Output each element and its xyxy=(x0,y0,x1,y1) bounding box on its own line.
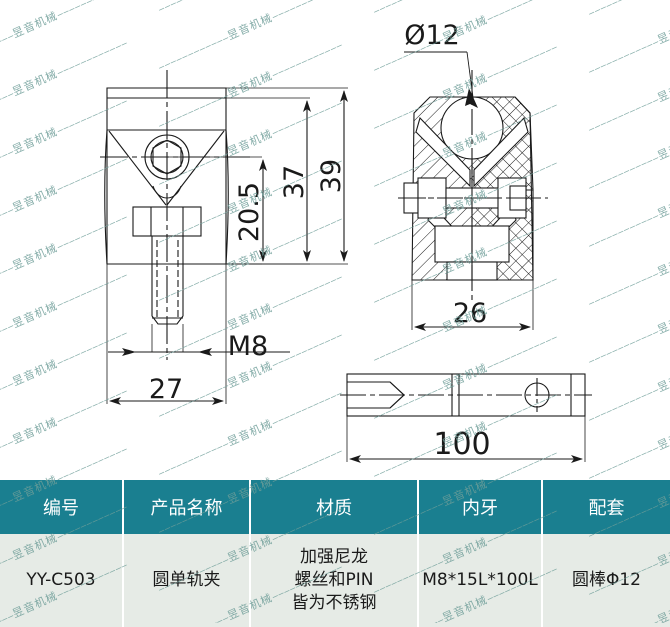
rod-view-geometry xyxy=(340,373,592,462)
cell-material: 加强尼龙 螺丝和PIN 皆为不锈钢 xyxy=(250,534,419,627)
cell-code: YY-C503 xyxy=(0,534,124,627)
dimension-label-39: 39 xyxy=(316,159,347,193)
table-header-code: 编号 xyxy=(0,480,124,534)
dimension-label-20-5: 20.5 xyxy=(234,182,265,242)
cell-thread: M8*15L*100L xyxy=(418,534,543,627)
table-header-kit: 配套 xyxy=(542,480,670,534)
cell-kit: 圆棒Φ12 xyxy=(542,534,670,627)
table-header-name: 产品名称 xyxy=(123,480,251,534)
table-header-thread: 内牙 xyxy=(418,480,543,534)
table-row: YY-C503 圆单轨夹 加强尼龙 螺丝和PIN 皆为不锈钢 M8*15L*10… xyxy=(0,534,670,627)
technical-drawing-svg: 20.5 37 39 27 M8 Ø12 26 100 xyxy=(100,20,592,463)
dimension-39 xyxy=(226,87,348,265)
dimension-label-37: 37 xyxy=(279,165,310,199)
dimension-m8 xyxy=(108,348,290,356)
table-header-material: 材质 xyxy=(250,480,419,534)
cell-name: 圆单轨夹 xyxy=(123,534,251,627)
table-header-row: 编号 产品名称 材质 内牙 配套 xyxy=(0,480,670,534)
dimension-label-100: 100 xyxy=(433,427,490,462)
section-view-geometry xyxy=(398,70,548,330)
technical-drawing-area: 20.5 37 39 27 M8 Ø12 26 100 xyxy=(100,20,592,463)
dimension-label-m8: M8 xyxy=(228,331,268,362)
dimension-label-27: 27 xyxy=(149,374,183,405)
spec-table: 编号 产品名称 材质 内牙 配套 YY-C503 圆单轨夹 加强尼龙 螺丝和PI… xyxy=(0,480,670,627)
dimension-label-26: 26 xyxy=(453,298,487,329)
dimension-dia12 xyxy=(404,51,478,108)
dimension-label-dia12: Ø12 xyxy=(404,20,460,51)
